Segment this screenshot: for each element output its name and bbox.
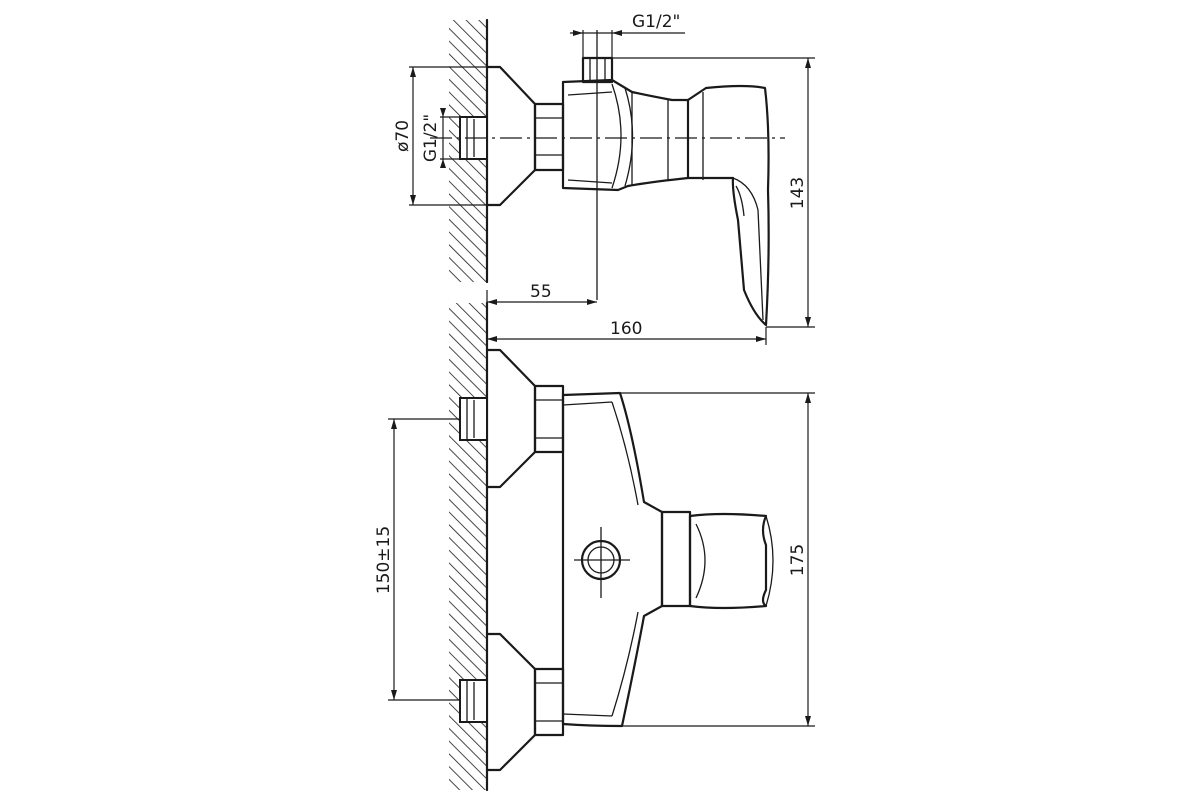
- dim-inlet-spacing: 150±15: [374, 526, 394, 594]
- side-view: G1/2" ø70 G1/2" 143 55 160: [393, 12, 815, 345]
- dim-top-inlet-thread: G1/2": [632, 12, 680, 32]
- lever-handle-front: [688, 512, 768, 610]
- dim-depth-axis: 55: [530, 282, 552, 302]
- hex-nut-upper: [533, 384, 565, 454]
- dim-height-front: 175: [788, 544, 808, 576]
- front-view: 150±15 175: [374, 301, 815, 792]
- dim-wall-thread: G1/2": [421, 114, 441, 162]
- cartridge-ring: [660, 510, 692, 608]
- wall-flange-top: [485, 65, 537, 207]
- hex-nut-lower: [533, 667, 565, 737]
- dim-total-depth: 160: [610, 319, 642, 339]
- dim-flange-diameter: ø70: [393, 120, 413, 152]
- wall-flange-upper: [485, 348, 537, 489]
- hex-nut-top: [533, 102, 565, 172]
- wall-flange-lower: [485, 632, 537, 772]
- mixer-body-top: [561, 78, 690, 192]
- lever-handle-side: [686, 84, 770, 327]
- dim-height-side: 143: [788, 177, 808, 209]
